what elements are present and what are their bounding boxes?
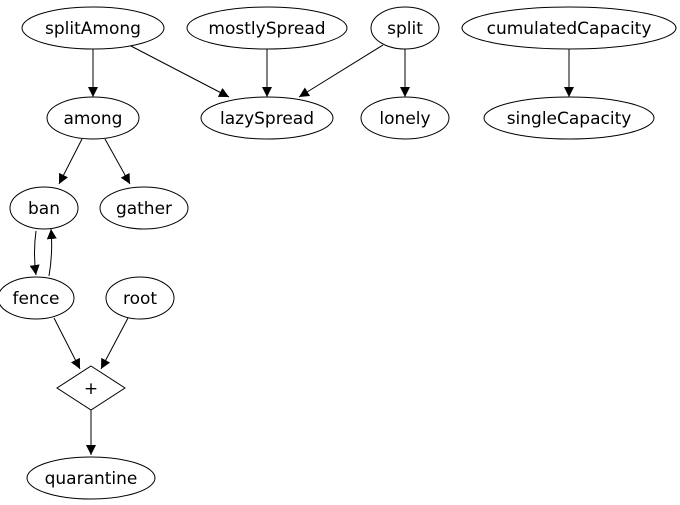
- node-label-singlecapacity: singleCapacity: [507, 109, 632, 129]
- edge-among-gather: [104, 138, 131, 185]
- edge-among-ban: [58, 138, 83, 185]
- node-splitamong: splitAmong: [21, 6, 165, 50]
- node-label-quarantine: quarantine: [45, 469, 138, 489]
- node-label-root: root: [123, 289, 157, 309]
- edge-ban-fence: [29, 230, 40, 276]
- node-label-plus: +: [84, 379, 98, 399]
- node-label-lonely: lonely: [379, 109, 430, 129]
- node-label-cumulatedcapacity: cumulatedCapacity: [487, 19, 652, 39]
- node-root: root: [105, 276, 175, 320]
- node-singlecapacity: singleCapacity: [483, 96, 655, 140]
- edge-fence-ban: [46, 228, 57, 277]
- node-mostlyspread: mostlySpread: [186, 6, 348, 50]
- node-label-among: among: [64, 109, 123, 129]
- node-cumulatedcapacity: cumulatedCapacity: [461, 6, 677, 50]
- node-ban: ban: [9, 186, 79, 230]
- edge-fence-plus: [53, 317, 81, 370]
- node-label-gather: gather: [116, 199, 172, 219]
- node-gather: gather: [99, 186, 189, 230]
- node-plus: +: [56, 365, 126, 411]
- node-lonely: lonely: [360, 96, 450, 140]
- node-label-splitamong: splitAmong: [45, 19, 141, 39]
- node-fence: fence: [0, 276, 75, 320]
- node-label-lazyspread: lazySpread: [220, 109, 314, 129]
- nodes: splitAmong mostlySpread split cumulatedC…: [0, 6, 677, 500]
- edge-root-plus: [100, 317, 129, 370]
- node-among: among: [46, 96, 140, 140]
- node-label-fence: fence: [12, 289, 59, 309]
- node-lazyspread: lazySpread: [200, 96, 334, 140]
- node-label-mostlyspread: mostlySpread: [208, 19, 325, 39]
- edge-splitamong-lazyspread: [128, 44, 230, 98]
- node-quarantine: quarantine: [26, 456, 156, 500]
- edges: [29, 44, 574, 455]
- node-split: split: [370, 6, 440, 50]
- node-label-ban: ban: [28, 199, 60, 219]
- edge-split-lazyspread: [298, 44, 384, 98]
- node-label-split: split: [387, 19, 423, 39]
